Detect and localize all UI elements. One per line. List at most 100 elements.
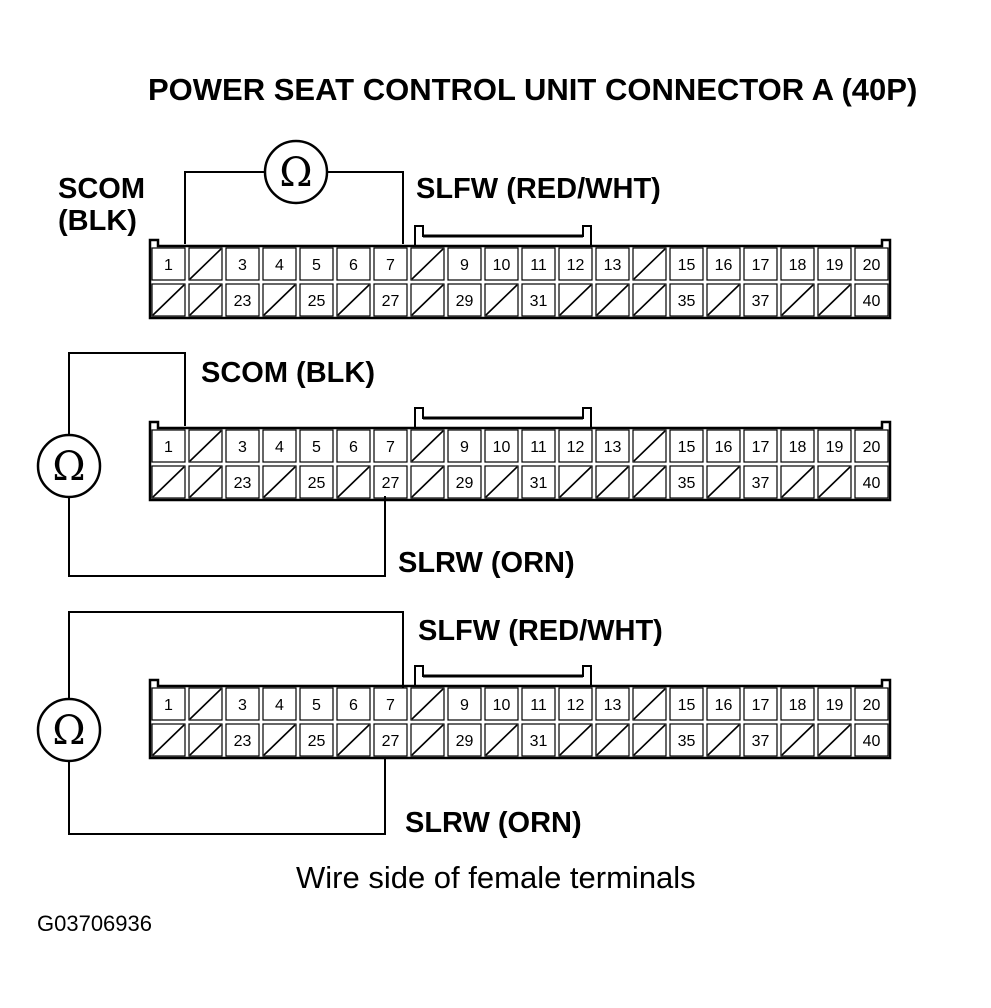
pin-number: 6 <box>349 439 358 456</box>
pin-number: 17 <box>752 257 770 274</box>
pin-number: 7 <box>386 257 395 274</box>
terminal-cavity <box>151 429 186 463</box>
unused-terminal-slash <box>559 284 592 316</box>
unused-terminal-slash <box>411 724 444 756</box>
pin-number: 4 <box>275 439 284 456</box>
terminal-cavity <box>373 465 408 499</box>
pin-number: 17 <box>752 439 770 456</box>
unused-terminal-slash <box>411 688 444 720</box>
terminal-cavity <box>447 723 482 757</box>
unused-terminal-slash <box>485 724 518 756</box>
pin-number: 40 <box>863 293 881 310</box>
pin-number: 15 <box>678 257 696 274</box>
pin-number: 9 <box>460 439 469 456</box>
pin-number: 5 <box>312 439 321 456</box>
unused-terminal-slash <box>781 284 814 316</box>
test-1-label-scom: SCOM <box>58 173 145 205</box>
terminal-cavity <box>669 429 704 463</box>
terminal-cavity <box>188 247 223 281</box>
pin-number: 16 <box>715 439 733 456</box>
pin-number: 31 <box>530 475 548 492</box>
pin-number: 29 <box>456 475 474 492</box>
unused-terminal-slash <box>263 466 296 498</box>
pin-number: 12 <box>567 439 585 456</box>
ohm-symbol-icon: Ω <box>52 708 85 754</box>
unused-terminal-slash <box>707 724 740 756</box>
terminal-cavity <box>706 283 741 317</box>
terminal-cavity <box>558 429 593 463</box>
terminal-cavity <box>558 723 593 757</box>
terminal-cavity <box>558 465 593 499</box>
unused-terminal-slash <box>189 284 222 316</box>
terminal-cavity <box>262 247 297 281</box>
unused-terminal-slash <box>596 724 629 756</box>
unused-terminal-slash <box>189 430 222 462</box>
terminal-cavity <box>743 687 778 721</box>
terminal-cavity <box>706 687 741 721</box>
terminal-cavity <box>669 283 704 317</box>
terminal-cavity <box>817 247 852 281</box>
test-3: Ω SLFW (RED/WHT) SLRW (ORN) <box>36 611 663 839</box>
pin-number: 37 <box>752 475 770 492</box>
unused-terminal-slash <box>707 284 740 316</box>
terminal-cavity <box>447 283 482 317</box>
pin-number: 19 <box>826 697 844 714</box>
terminal-cavity <box>484 283 519 317</box>
terminal-cavity <box>706 465 741 499</box>
pin-number: 3 <box>238 439 247 456</box>
pin-number: 23 <box>234 475 252 492</box>
terminal-cavity <box>632 283 667 317</box>
terminal-cavity <box>299 429 334 463</box>
terminal-cavity <box>410 429 445 463</box>
terminal-cavity <box>484 465 519 499</box>
terminal-cavity <box>521 687 556 721</box>
terminal-cavity <box>188 465 223 499</box>
terminal-cavity <box>484 687 519 721</box>
terminal-cavity <box>336 429 371 463</box>
pin-number: 5 <box>312 697 321 714</box>
terminal-cavity <box>373 723 408 757</box>
unused-terminal-slash <box>596 284 629 316</box>
terminal-cavity <box>410 465 445 499</box>
ohm-symbol-icon: Ω <box>279 150 312 196</box>
terminal-cavity <box>743 247 778 281</box>
test-1-wire <box>184 171 404 244</box>
pin-number: 31 <box>530 293 548 310</box>
terminal-cavity <box>225 465 260 499</box>
pin-number: 18 <box>789 697 807 714</box>
pin-number: 7 <box>386 439 395 456</box>
ohmmeter-2: Ω <box>36 433 102 499</box>
connector-housing <box>148 678 892 760</box>
pin-number: 35 <box>678 293 696 310</box>
terminal-cavity <box>262 283 297 317</box>
pin-number: 1 <box>164 439 173 456</box>
terminal-cavity <box>669 247 704 281</box>
terminal-cavity <box>188 429 223 463</box>
terminal-cavity <box>262 687 297 721</box>
unused-terminal-slash <box>633 688 666 720</box>
terminal-cavity <box>632 465 667 499</box>
terminal-cavity <box>817 687 852 721</box>
pin-number: 23 <box>234 293 252 310</box>
unused-terminal-slash <box>781 724 814 756</box>
unused-terminal-slash <box>411 284 444 316</box>
terminal-cavity <box>336 247 371 281</box>
diagram-title: POWER SEAT CONTROL UNIT CONNECTOR A (40P… <box>148 72 917 107</box>
pin-number: 6 <box>349 257 358 274</box>
terminal-cavity <box>188 283 223 317</box>
terminal-cavity <box>521 723 556 757</box>
terminal-cavity <box>854 247 889 281</box>
unused-terminal-slash <box>189 724 222 756</box>
terminal-cavity <box>225 723 260 757</box>
terminal-cavity <box>299 283 334 317</box>
terminal-cavity <box>743 465 778 499</box>
terminal-cavity <box>151 247 186 281</box>
terminal-cavity <box>188 723 223 757</box>
terminal-cavity <box>299 247 334 281</box>
terminal-cavity <box>669 723 704 757</box>
pin-number: 25 <box>308 475 326 492</box>
caption: Wire side of female terminals <box>296 860 696 895</box>
terminal-cavity <box>299 723 334 757</box>
